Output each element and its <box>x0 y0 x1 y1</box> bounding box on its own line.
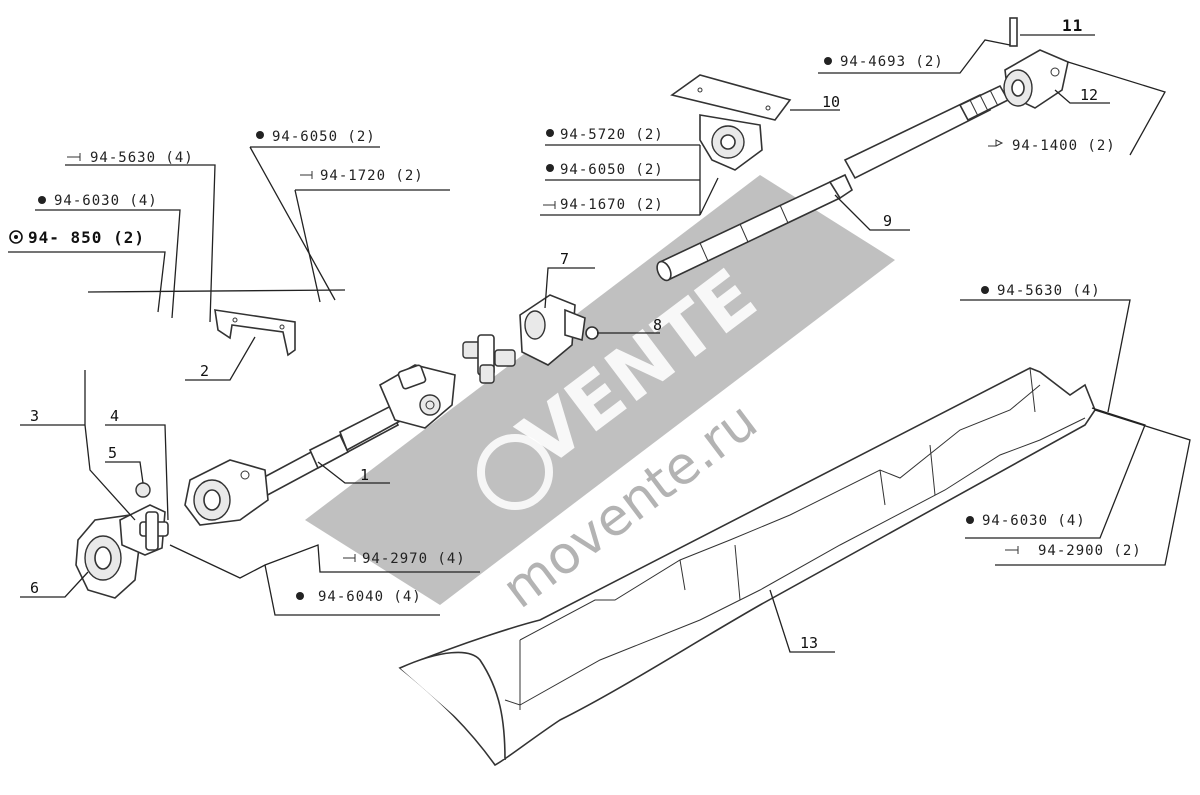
part-10-bearing-bracket <box>670 74 792 171</box>
label-94-850: 94- 850 (2) <box>28 228 145 247</box>
bolt-icon <box>67 153 81 161</box>
washer-icon-center <box>14 235 18 239</box>
callout-1: 1 <box>360 466 369 484</box>
label-94-2900: 94-2900 (2) <box>1038 543 1142 559</box>
callout-9: 9 <box>883 212 892 230</box>
label-94-2970: 94-2970 (4) <box>362 551 466 567</box>
label-94-6030-left: 94-6030 (4) <box>54 193 158 209</box>
label-94-5720: 94-5720 (2) <box>560 127 664 143</box>
callout-4: 4 <box>110 407 119 425</box>
callout-3: 3 <box>30 407 39 425</box>
label-94-1720: 94-1720 (2) <box>320 168 424 184</box>
leader-lines <box>8 34 1191 653</box>
label-94-4693: 94-4693 (2) <box>840 54 944 70</box>
part-9-splined-shaft <box>656 173 854 282</box>
bolt-icon <box>343 554 356 562</box>
label-94-6050-mid: 94-6050 (2) <box>560 162 664 178</box>
label-94-5630-right: 94-5630 (4) <box>997 283 1101 299</box>
part-4-cross <box>139 511 169 551</box>
label-94-6030-right: 94-6030 (4) <box>982 513 1086 529</box>
watermark-band <box>305 175 895 605</box>
part-12-yoke-coupling <box>1003 49 1069 109</box>
label-94-6050-left: 94-6050 (2) <box>272 129 376 145</box>
label-94-1670: 94-1670 (2) <box>560 197 664 213</box>
part-7-yoke <box>519 294 586 366</box>
nut-icon <box>824 57 832 65</box>
nut-icon <box>981 286 989 294</box>
nut-icon <box>38 196 46 204</box>
nut-icon <box>546 164 554 172</box>
label-94-1400: 94-1400 (2) <box>1012 138 1116 154</box>
part-2-bracket <box>214 309 296 357</box>
callout-13: 13 <box>800 634 818 652</box>
part-number-labels: 94-4693 (2) 94-1400 (2) 94-5720 (2) 94-6… <box>9 54 1142 605</box>
bolt-icon <box>300 171 313 179</box>
callout-numbers: 11 12 10 9 7 8 2 3 4 5 1 6 13 <box>30 16 1098 652</box>
callout-12: 12 <box>1080 86 1098 104</box>
universal-joint-cross <box>462 334 516 384</box>
callout-10: 10 <box>822 93 840 111</box>
callout-8: 8 <box>653 316 662 334</box>
part-1-drive-shaft <box>184 364 456 526</box>
bolt-icon <box>988 139 1004 147</box>
nut-icon <box>256 131 264 139</box>
washer-icon <box>9 230 23 244</box>
nut-icon <box>966 516 974 524</box>
part-11-pin <box>1009 17 1018 47</box>
part-5-washer <box>135 482 151 498</box>
bolt-icon <box>1005 546 1019 554</box>
callout-11: 11 <box>1062 16 1083 35</box>
label-94-5630-left: 94-5630 (4) <box>90 150 194 166</box>
part-13-trough-cover <box>398 367 1096 767</box>
callout-2: 2 <box>200 362 209 380</box>
callout-6: 6 <box>30 579 39 597</box>
label-94-6040: 94-6040 (4) <box>318 589 422 605</box>
nut-icon <box>296 592 304 600</box>
upper-splined-shaft <box>843 84 1010 180</box>
callout-7: 7 <box>560 250 569 268</box>
watermark-logo-icon <box>477 434 553 510</box>
nut-icon <box>546 129 554 137</box>
bolt-icon <box>543 201 556 209</box>
callout-5: 5 <box>108 444 117 462</box>
part-8-grease-nipple <box>585 326 599 340</box>
